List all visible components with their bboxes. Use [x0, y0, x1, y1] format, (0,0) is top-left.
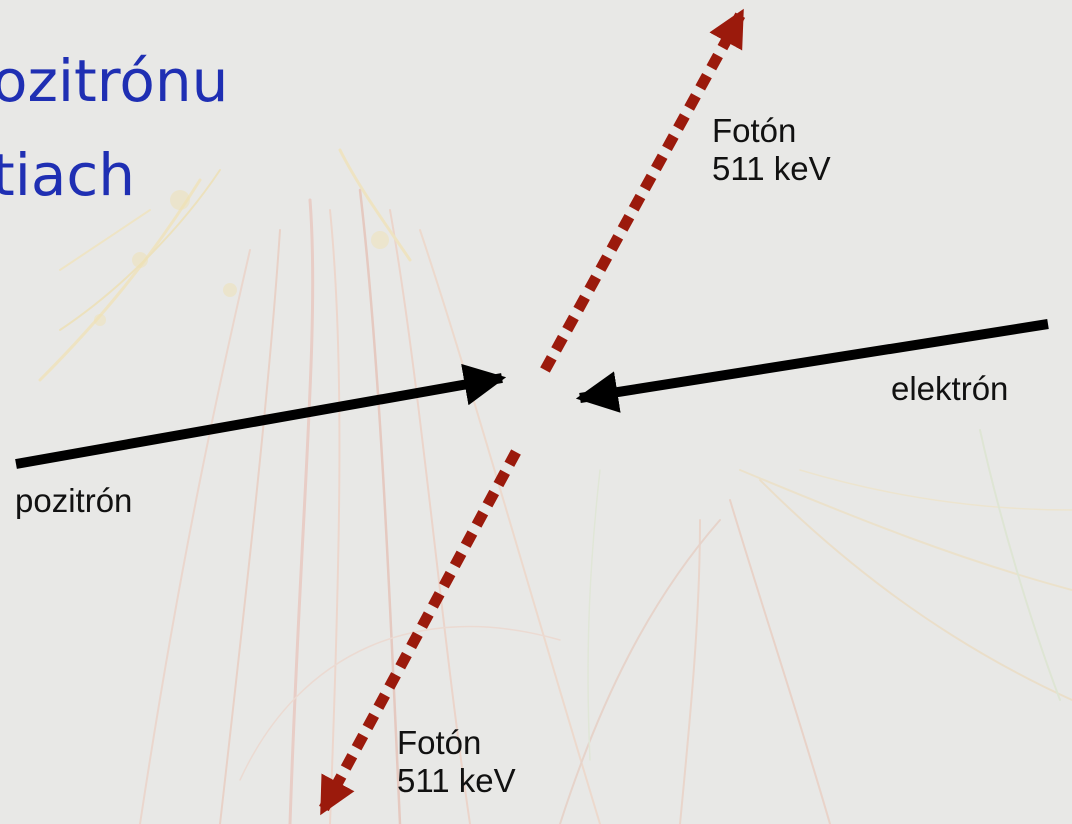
electron-label: elektrón	[891, 370, 1009, 407]
electron-arrow	[575, 319, 1049, 413]
photon-top-arrow	[540, 8, 747, 373]
photon-bottom-label: Fotón 511 keV	[397, 724, 516, 800]
positron-arrow	[15, 363, 507, 469]
photon-top-energy: 511 keV	[712, 150, 831, 187]
slide-title-line-1: ozitrónu	[0, 47, 229, 115]
photon-bottom-energy: 511 keV	[397, 762, 516, 799]
positron-label: pozitrón	[15, 482, 133, 519]
slide-title-line-2: tiach	[0, 141, 136, 209]
photon-bottom-name: Fotón	[397, 724, 482, 761]
photon-top-name: Fotón	[712, 112, 797, 149]
photon-top-label: Fotón 511 keV	[712, 112, 831, 188]
